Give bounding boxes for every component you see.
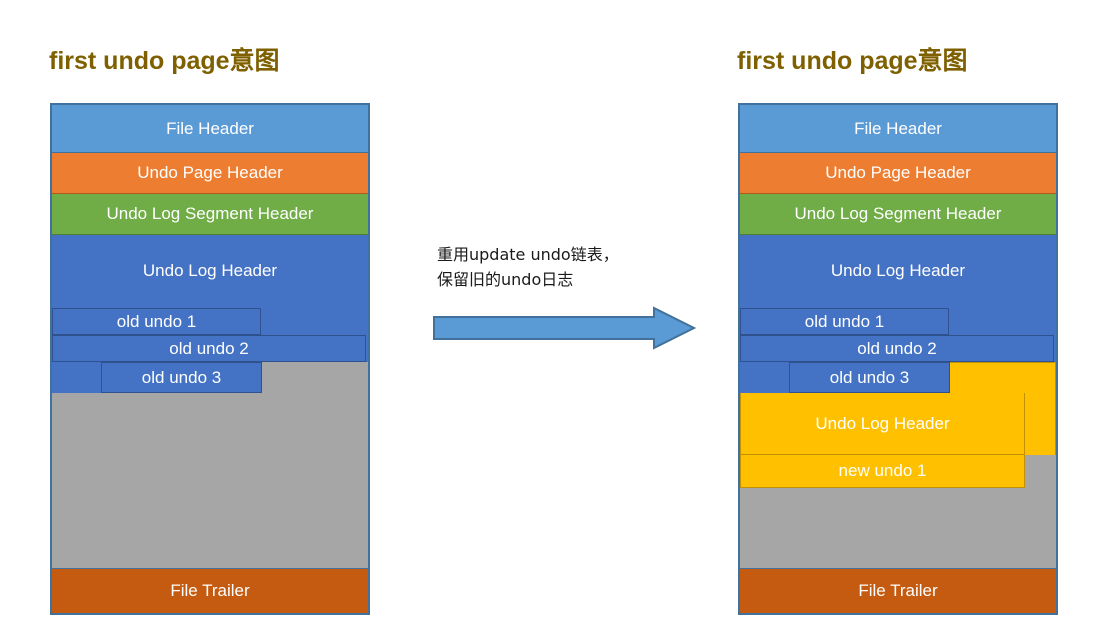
right-new-section-step-top	[949, 362, 1056, 393]
right-new-section-step-right	[1025, 393, 1056, 455]
left-undo-page: File Header Undo Page Header Undo Log Se…	[50, 103, 370, 615]
left-undo-record-2: old undo 2	[52, 335, 366, 362]
left-undo-row-3-background	[52, 362, 102, 393]
right-undo-record-1: old undo 1	[740, 308, 949, 335]
left-undo-record-3: old undo 3	[101, 362, 262, 393]
left-panel-title: first undo page意图	[49, 47, 280, 75]
right-band-undo-page-header: Undo Page Header	[740, 153, 1056, 194]
left-undo-record-1: old undo 1	[52, 308, 261, 335]
right-undo-record-3: old undo 3	[789, 362, 950, 393]
right-panel-title: first undo page意图	[737, 47, 968, 75]
left-band-undo-log-segment-header: Undo Log Segment Header	[52, 194, 368, 235]
right-undo-page: File Header Undo Page Header Undo Log Se…	[738, 103, 1058, 615]
right-undo-row-3-background	[740, 362, 790, 393]
right-new-undo-log-header-block	[740, 393, 1025, 455]
transition-note: 重用update undo链表， 保留旧的undo日志	[437, 245, 619, 289]
transition-arrow	[432, 306, 697, 350]
right-band-file-header: File Header	[740, 105, 1056, 153]
left-band-file-trailer: File Trailer	[52, 568, 368, 613]
right-new-undo-log-header-label: Undo Log Header	[815, 414, 950, 433]
right-band-undo-log-segment-header: Undo Log Segment Header	[740, 194, 1056, 235]
left-band-undo-log-header: Undo Log Header	[52, 235, 368, 307]
right-undo-record-2: old undo 2	[740, 335, 1054, 362]
left-band-file-header: File Header	[52, 105, 368, 153]
right-band-undo-log-header: Undo Log Header	[740, 235, 1056, 307]
right-new-undo-record-1: new undo 1	[740, 455, 1025, 488]
right-band-file-trailer: File Trailer	[740, 568, 1056, 613]
left-band-undo-page-header: Undo Page Header	[52, 153, 368, 194]
